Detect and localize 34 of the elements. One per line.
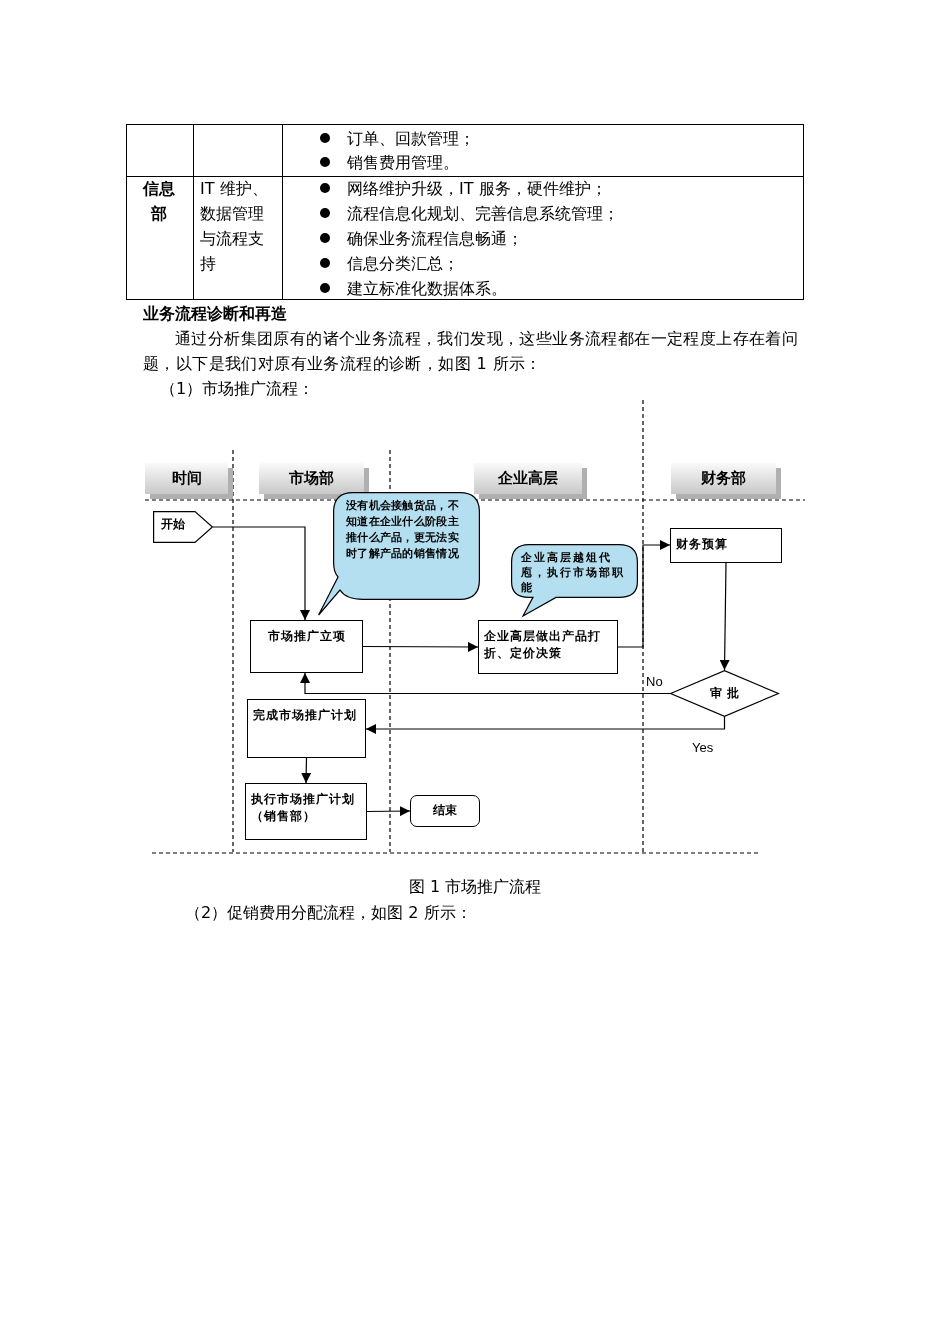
end-box: 结束 [410,795,480,827]
speech-bubble: 企业高层越俎代庖，执行市场部职能 [511,544,638,617]
department-name: 信息部 [141,178,176,225]
speech-bubble: 没有机会接触货品，不知道在企业什么阶段主推什么产品，更无法实时了解产品的销售情况 [318,492,480,616]
process-box: 完成市场推广计划 [247,699,366,758]
list-text: 确保业务流程信息畅通； [347,228,523,250]
text-line: （2）促销费用分配流程，如图 2 所示： [185,902,472,924]
paragraph: 通过分析集团原有的诸个业务流程，我们发现，这些业务流程都在一定程度上存在着问题，以下是我们对原有业务流程的诊断，如图 1 所示： [143,328,800,375]
process-box: 执行市场推广计划（销售部） [245,783,367,840]
edge-label: Yes [691,740,715,755]
list-text: 订单、回款管理； [347,128,475,150]
list-text: 信息分类汇总； [347,253,459,275]
arrow [617,540,671,648]
list-text: 网络维护升级，IT 服务，硬件维护； [347,178,607,200]
figure-caption: 图 1 市场推广流程 [407,876,543,898]
list-text: 流程信息化规划、完善信息系统管理； [347,203,619,225]
start-shape: 开始 [153,511,213,543]
process-box: 市场推广立项 [250,620,363,673]
edge-label: No [645,674,664,689]
text-line: （1）市场推广流程： [160,378,315,400]
arrow [719,562,730,671]
arrow [301,757,312,784]
process-box: 企业高层做出产品打折、定价决策 [478,620,618,674]
section-heading: 业务流程诊断和再造 [143,303,287,325]
arrow [366,806,411,817]
duty-text: IT 维护、数据管理与流程支持 [200,178,269,275]
process-box: 财务预算 [670,528,782,563]
list-text: 销售费用管理。 [347,152,459,174]
list-text: 建立标准化数据体系。 [347,278,507,300]
arrow [212,526,310,621]
arrow [362,641,479,652]
decision-diamond: 审 批 [670,670,779,717]
arrow [300,672,671,695]
arrow [365,716,726,734]
